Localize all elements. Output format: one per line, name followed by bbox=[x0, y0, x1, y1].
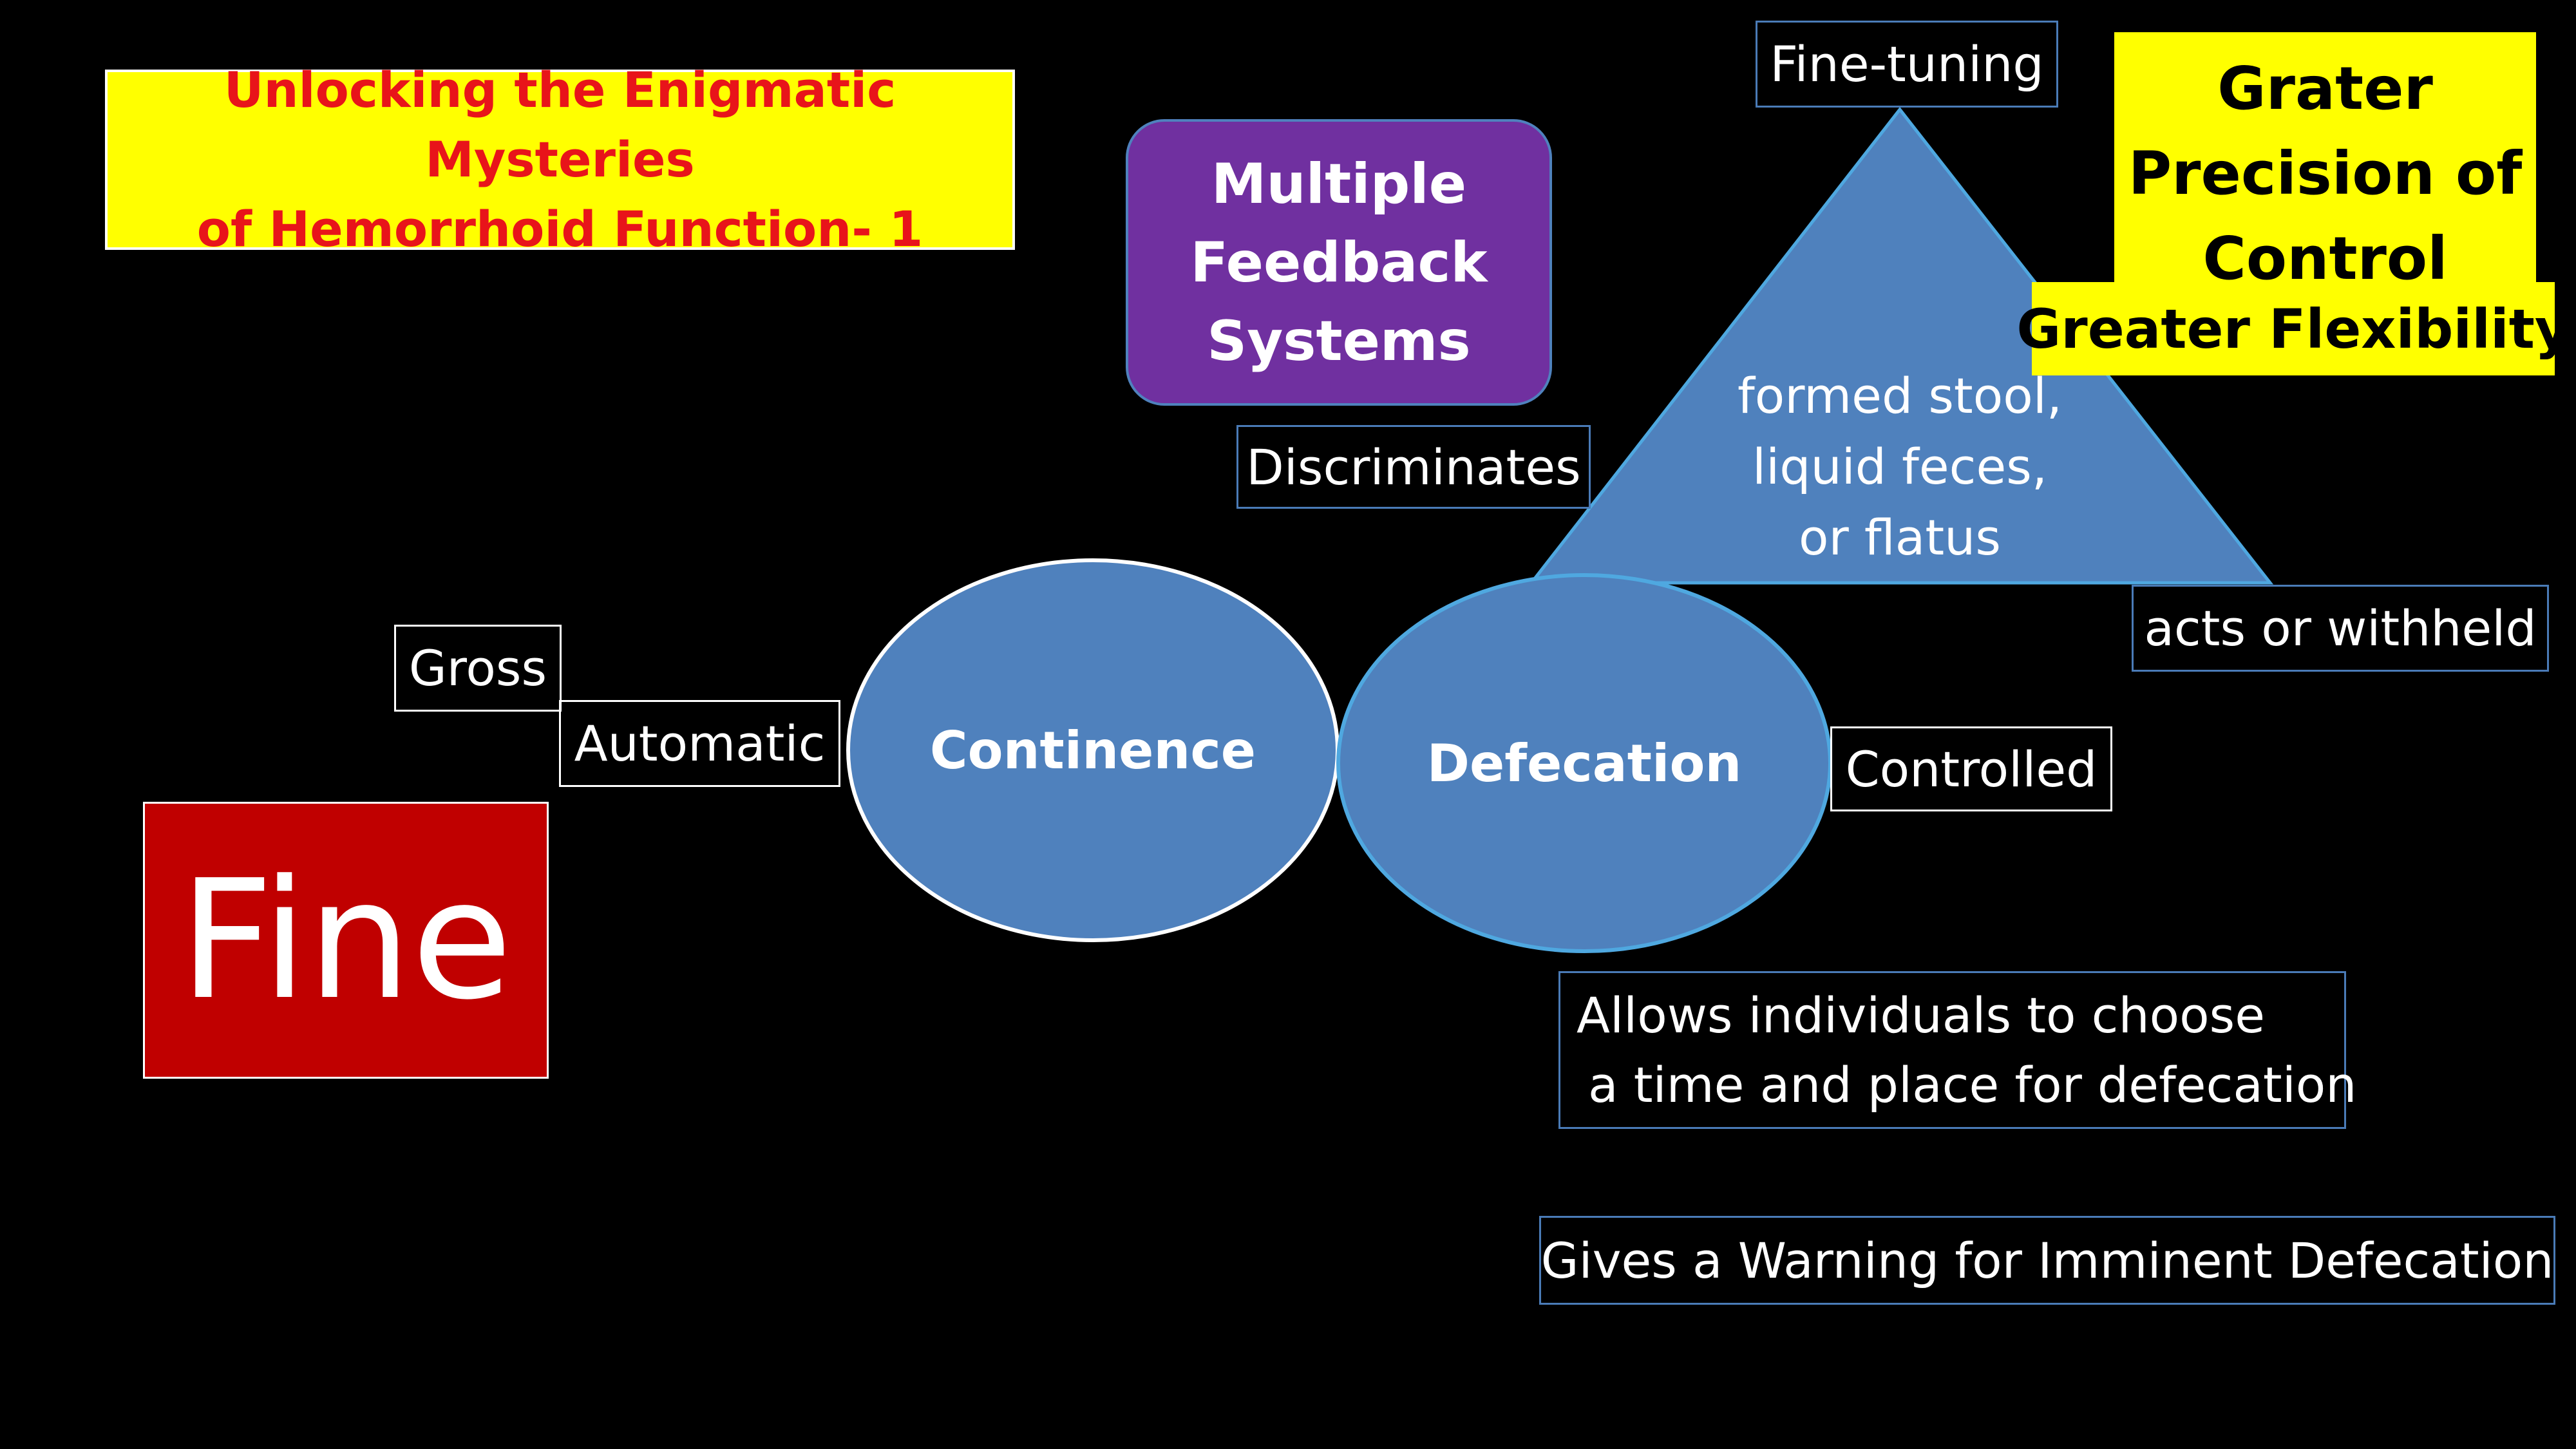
triangle-line-2: liquid feces, bbox=[1752, 438, 2047, 495]
feedback-box: Multiple Feedback Systems bbox=[1126, 119, 1552, 406]
controlled-box: Controlled bbox=[1830, 726, 2112, 811]
precision-line-3: Control bbox=[2202, 224, 2448, 293]
flexibility-label: Greater Flexibility bbox=[2016, 297, 2570, 361]
automatic-label: Automatic bbox=[574, 715, 826, 772]
precision-line-2: Precision of bbox=[2128, 139, 2523, 208]
title-line-1: Unlocking the Enigmatic Mysteries bbox=[223, 61, 896, 188]
triangle-line-1: formed stool, bbox=[1737, 367, 2063, 424]
title-box: Unlocking the Enigmatic Mysteries of Hem… bbox=[105, 61, 1015, 258]
fine-tuning-label: Fine-tuning bbox=[1770, 35, 2044, 93]
feedback-line-3: Systems bbox=[1207, 308, 1471, 374]
flexibility-box: Greater Flexibility bbox=[2016, 282, 2570, 375]
feedback-line-1: Multiple bbox=[1211, 151, 1467, 216]
precision-line-1: Grater bbox=[2217, 54, 2433, 123]
allows-line-1: Allows individuals to choose bbox=[1577, 986, 2265, 1044]
gross-label: Gross bbox=[408, 639, 547, 697]
title-line-2: of Hemorrhoid Function- 1 bbox=[196, 200, 923, 258]
feedback-line-2: Feedback bbox=[1190, 230, 1488, 295]
warning-label: Gives a Warning for Imminent Defecation bbox=[1540, 1231, 2554, 1289]
warning-box: Gives a Warning for Imminent Defecation bbox=[1539, 1216, 2555, 1305]
controlled-label: Controlled bbox=[1845, 740, 2098, 798]
precision-box: Grater Precision of Control bbox=[2114, 32, 2536, 293]
defecation-label: Defecation bbox=[1426, 733, 1742, 793]
continence-label: Continence bbox=[929, 720, 1256, 781]
gross-box: Gross bbox=[394, 625, 562, 712]
allows-line-2: a time and place for defecation bbox=[1588, 1056, 2357, 1113]
triangle-line-3: or flatus bbox=[1799, 509, 2001, 566]
continence-node: Continence bbox=[848, 708, 1338, 792]
discriminates-label: Discriminates bbox=[1246, 438, 1581, 496]
allows-box: Allows individuals to choose a time and … bbox=[1558, 971, 2356, 1129]
triangle-text: formed stool, liquid feces, or flatus bbox=[1674, 361, 2125, 573]
acts-withheld-box: acts or withheld bbox=[2132, 585, 2549, 672]
fine-tuning-box: Fine-tuning bbox=[1756, 21, 2058, 108]
discriminates-box: Discriminates bbox=[1236, 425, 1591, 509]
fine-label: Fine bbox=[179, 844, 513, 1036]
fine-box: Fine bbox=[143, 802, 549, 1079]
automatic-box: Automatic bbox=[559, 700, 840, 787]
defecation-node: Defecation bbox=[1338, 721, 1830, 805]
acts-withheld-label: acts or withheld bbox=[2144, 600, 2537, 657]
